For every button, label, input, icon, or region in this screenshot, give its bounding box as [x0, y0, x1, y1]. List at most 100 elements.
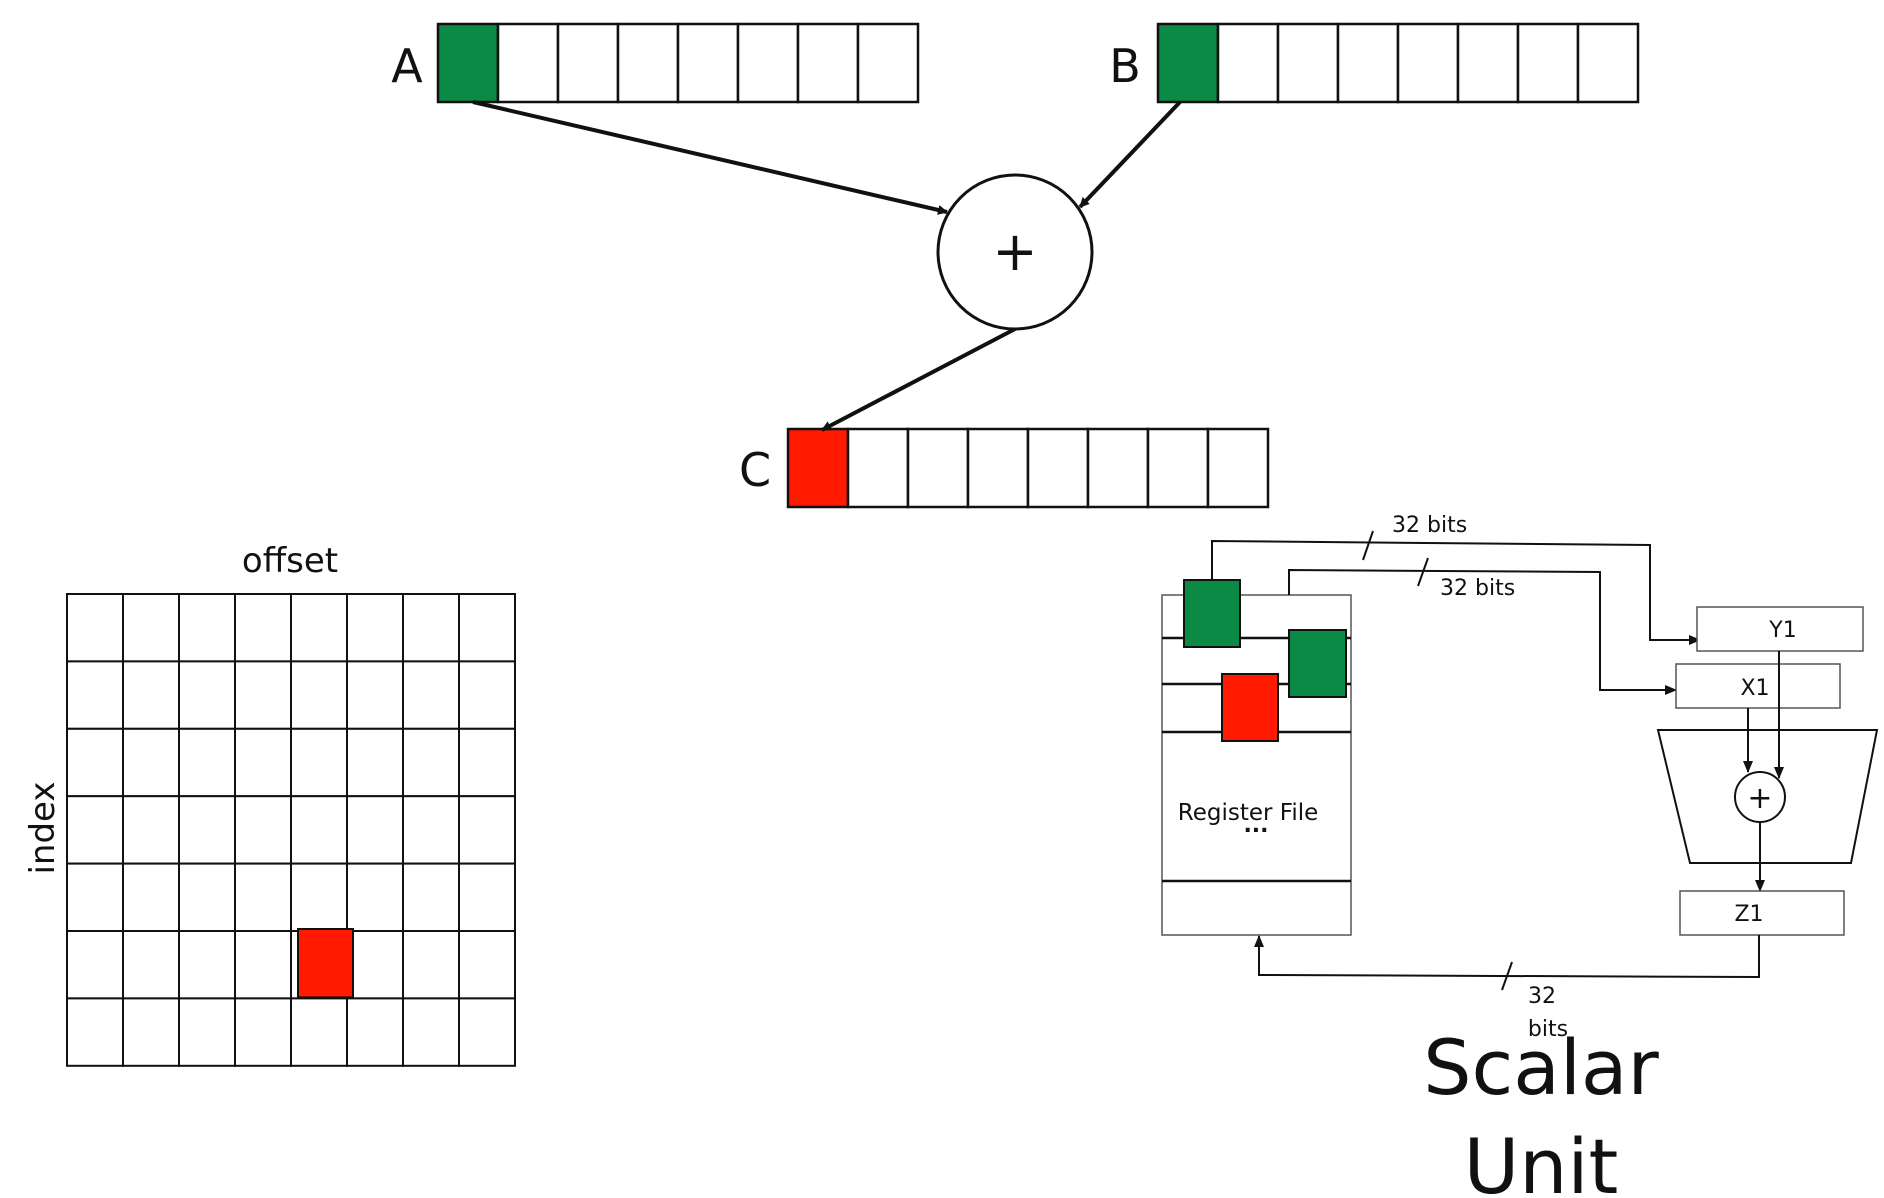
grid-cell [122, 593, 180, 663]
grid-cell [458, 930, 516, 1000]
grid-cell [290, 660, 348, 730]
vector-adder: + [936, 173, 1094, 331]
vector-b-cell-6 [1516, 22, 1580, 104]
vector-a-cell-3 [616, 22, 680, 104]
grid-cell [122, 997, 180, 1067]
grid-highlight-cell [297, 928, 354, 999]
register-z1 [1679, 890, 1845, 936]
vector-b-cell-4 [1396, 22, 1460, 104]
grid-cell [234, 727, 292, 798]
scalar-unit-title-line2: Unit [1464, 1122, 1619, 1198]
grid-cell [66, 795, 124, 865]
grid-cell [178, 727, 236, 798]
grid-cell [458, 660, 516, 730]
grid-cell [346, 930, 404, 1000]
bus-second-label: 32 bits [1440, 576, 1515, 601]
vector-c-cell-6 [1146, 427, 1210, 509]
grid-cell [346, 862, 404, 932]
vector-b-cell-3 [1336, 22, 1400, 104]
grid-cell [122, 862, 180, 932]
grid-cell [178, 660, 236, 730]
bus-width-tick [1501, 961, 1513, 991]
grid-cell [66, 593, 124, 663]
grid-cell [458, 727, 516, 798]
grid-cell [66, 862, 124, 932]
grid-cell [290, 862, 348, 932]
vector-a-cell-4 [676, 22, 740, 104]
bus-z1-to-register-file [1254, 935, 1760, 979]
scalar-unit-title-line1: Scalar [1423, 1023, 1659, 1112]
vector-b-label: B [1109, 39, 1141, 93]
grid-cell [234, 593, 292, 663]
adder-symbol: + [992, 220, 1037, 283]
vector-a: A [391, 22, 920, 104]
register-x1-label: X1 [1740, 676, 1769, 701]
grid-cell [402, 997, 460, 1067]
vector-a-cell-0 [436, 22, 500, 104]
grid-cell [234, 660, 292, 730]
grid-cell [346, 795, 404, 865]
grid-cell [122, 795, 180, 865]
grid-cell [66, 660, 124, 730]
scalar-unit: Register File ... 32 bits 32 bits Y1 X1 … [1161, 513, 1879, 1198]
vector-a-cell-2 [556, 22, 620, 104]
register-red [1221, 673, 1279, 742]
bus-return-label-line1: 32 [1528, 984, 1556, 1009]
grid-cell [66, 930, 124, 1000]
grid-cell [178, 795, 236, 865]
grid-cell [66, 727, 124, 798]
grid-cell [346, 997, 404, 1067]
register-file-label: Register File [1178, 800, 1319, 826]
grid-cell [458, 795, 516, 865]
grid-cell [178, 862, 236, 932]
grid-cell [290, 795, 348, 865]
register-x1 [1675, 663, 1841, 709]
grid-cell [178, 593, 236, 663]
vector-c-cell-3 [966, 427, 1030, 509]
grid-index-label: index [23, 781, 63, 874]
vector-b: B [1109, 22, 1640, 104]
grid-cells [66, 593, 516, 1067]
alu-adder-symbol: + [1747, 781, 1772, 816]
grid-cell [234, 997, 292, 1067]
vector-a-cells [436, 22, 920, 104]
grid-cell [402, 660, 460, 730]
vector-a-cell-1 [496, 22, 560, 104]
grid-offset-label: offset [242, 541, 338, 581]
grid-cell [402, 593, 460, 663]
grid-cell [290, 727, 348, 798]
bus-width-tick [1362, 530, 1374, 561]
bus-to-x1 [1288, 568, 1677, 695]
vector-b-cell-1 [1216, 22, 1280, 104]
grid-cell [122, 727, 180, 798]
register-green-1 [1183, 579, 1241, 648]
grid-cell [402, 795, 460, 865]
vector-b-cell-5 [1456, 22, 1520, 104]
grid-cell [234, 795, 292, 865]
vector-b-cell-2 [1276, 22, 1340, 104]
bus-to-y1 [1211, 539, 1701, 645]
arrow-b-to-adder [1078, 100, 1182, 209]
grid-cell [290, 593, 348, 663]
vector-c-cell-2 [906, 427, 970, 509]
bus-top-label: 32 bits [1392, 513, 1467, 538]
vector-c-cell-4 [1026, 427, 1090, 509]
grid-cell [234, 930, 292, 1000]
vector-a-cell-5 [736, 22, 800, 104]
grid-cell [458, 593, 516, 663]
vector-c-cells [786, 427, 1270, 509]
vector-c: C [739, 427, 1270, 509]
vector-b-cell-0 [1156, 22, 1220, 104]
vector-a-cell-7 [856, 22, 920, 104]
vector-a-label: A [391, 39, 423, 93]
grid-cell [458, 997, 516, 1067]
grid-cell [402, 727, 460, 798]
arrow-a-to-adder [472, 100, 948, 215]
bus-return-label-line2: bits [1528, 1017, 1568, 1042]
memory-grid: offset index [23, 541, 516, 1067]
grid-cell [66, 997, 124, 1067]
vector-c-cell-7 [1206, 427, 1270, 509]
register-y1-label: Y1 [1768, 618, 1796, 643]
grid-cell [402, 862, 460, 932]
